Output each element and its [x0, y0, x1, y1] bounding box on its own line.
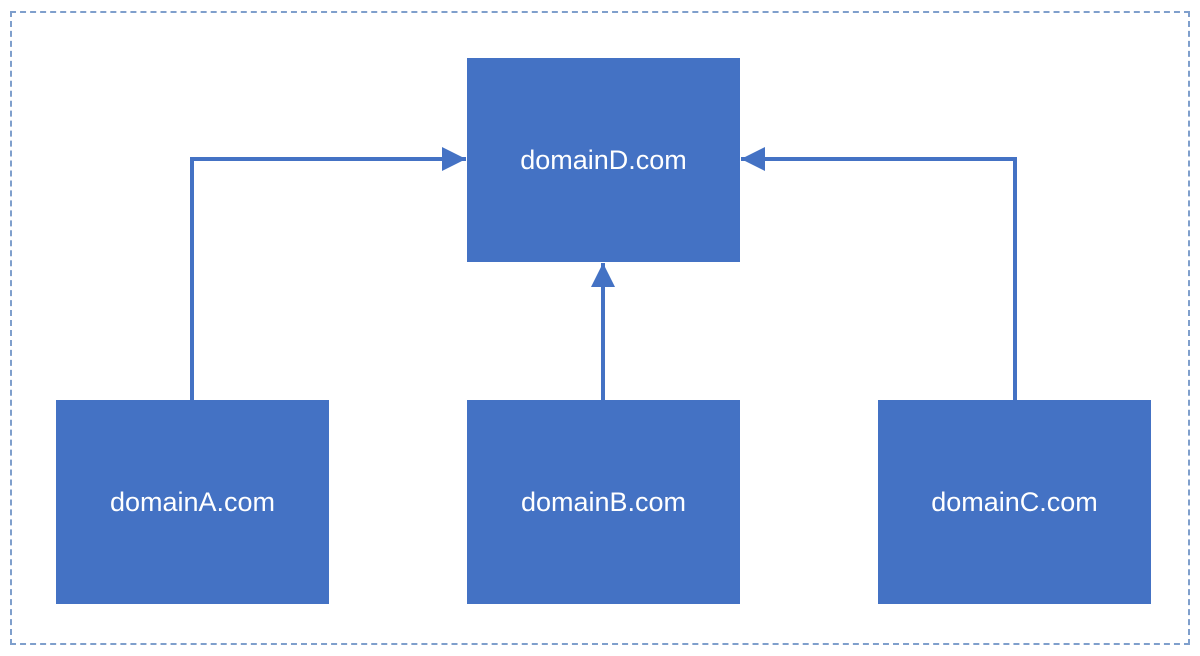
connector-c-to-d — [741, 147, 1017, 400]
node-domain-a-label: domainA.com — [109, 486, 276, 517]
node-domain-b: domainB.com — [467, 400, 740, 604]
node-domain-b-label: domainB.com — [520, 486, 687, 517]
dashed-frame — [10, 11, 1190, 645]
node-domain-a: domainA.com — [56, 400, 329, 604]
node-domain-d: domainD.com — [467, 58, 740, 262]
connector-a-to-d — [190, 147, 466, 400]
node-domain-c: domainC.com — [878, 400, 1151, 604]
node-domain-d-label: domainD.com — [520, 144, 687, 175]
node-domain-c-label: domainC.com — [931, 486, 1098, 517]
